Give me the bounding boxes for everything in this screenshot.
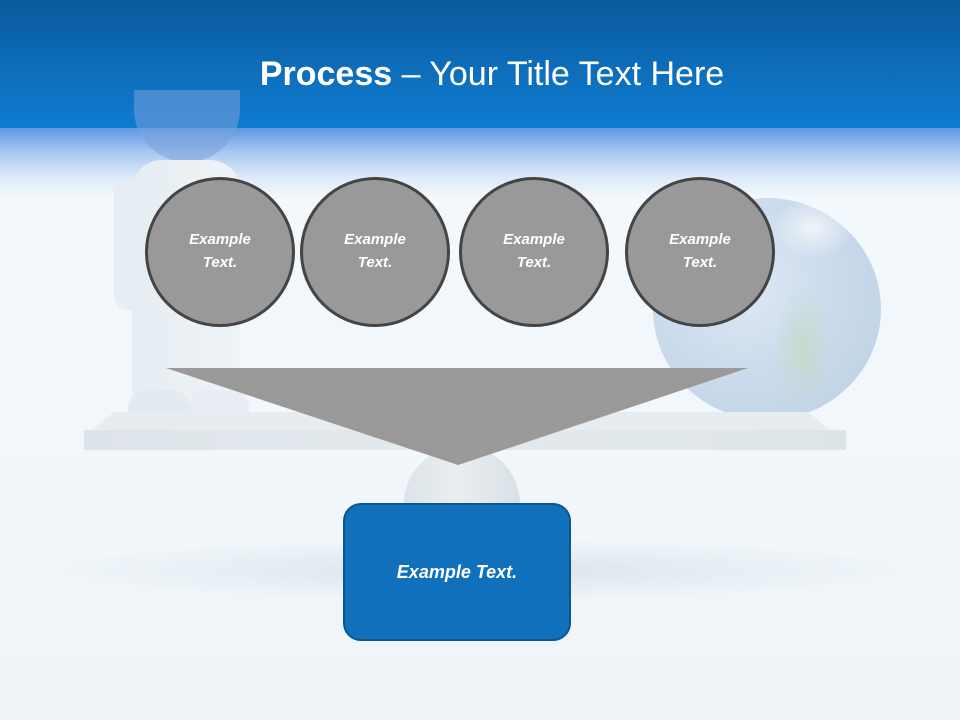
circle-label: Example Text. xyxy=(189,231,251,271)
slide-title: Process – Your Title Text Here xyxy=(0,52,960,96)
process-input-circle-2[interactable]: Example Text. xyxy=(300,177,450,327)
process-input-circle-1[interactable]: Example Text. xyxy=(145,177,295,327)
circle-label: Example Text. xyxy=(503,231,565,271)
title-rest-text: – Your Title Text Here xyxy=(392,55,725,93)
process-output-box[interactable]: Example Text. xyxy=(343,503,571,641)
circle-label: Example Text. xyxy=(344,231,406,271)
title-bold-text: Process xyxy=(259,55,393,93)
process-input-circle-4[interactable]: Example Text. xyxy=(625,177,775,327)
output-label: Example Text. xyxy=(396,561,518,582)
circle-label: Example Text. xyxy=(669,231,731,271)
process-input-circle-3[interactable]: Example Text. xyxy=(459,177,609,327)
